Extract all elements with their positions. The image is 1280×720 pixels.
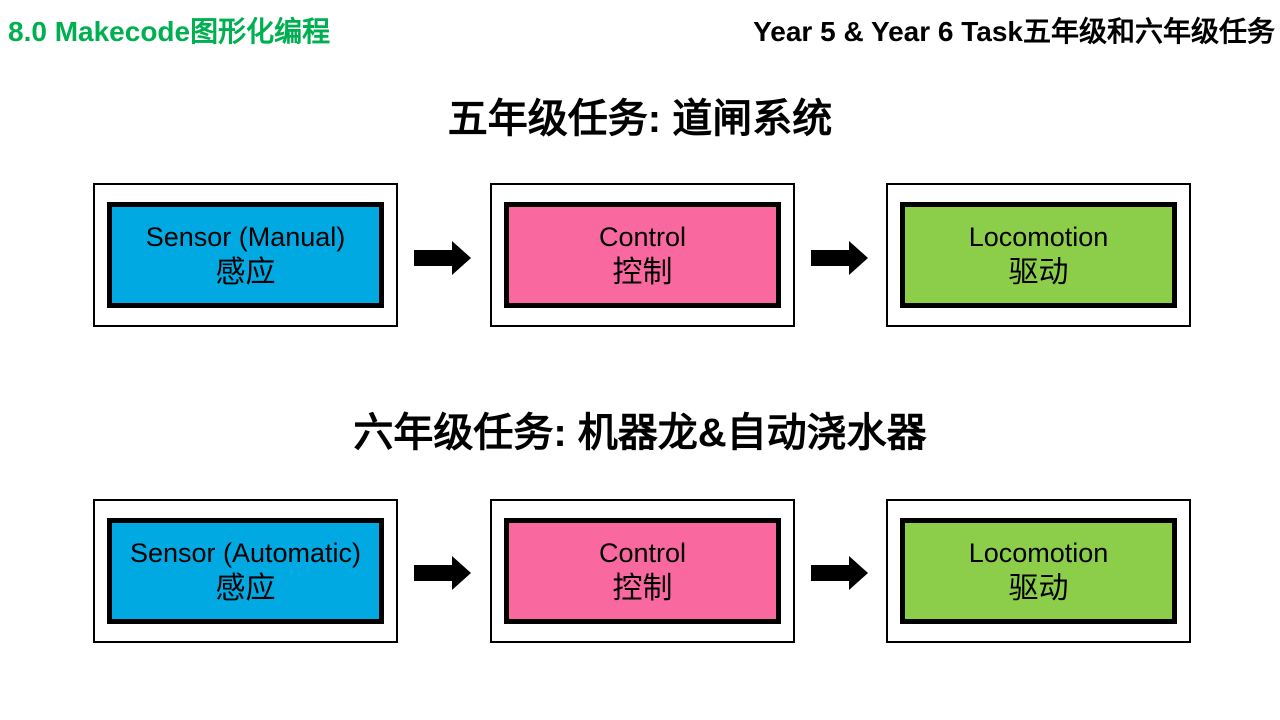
section-title-year5: 五年级任务: 道闸系统 — [447, 97, 833, 141]
section-title-year6: 六年级任务: 机器龙&自动浇水器 — [353, 411, 927, 455]
flow-box-outer: Locomotion 驱动 — [886, 183, 1191, 327]
flow-box-outer: Sensor (Automatic) 感应 — [93, 499, 398, 643]
flow-box-outer: Locomotion 驱动 — [886, 499, 1191, 643]
box-label-cn: 控制 — [612, 255, 673, 289]
box-label-en: Locomotion — [968, 221, 1109, 252]
box-label-cn: 感应 — [215, 571, 276, 605]
flow-box-outer: Sensor (Manual) 感应 — [93, 183, 398, 327]
arrow-right-icon — [414, 556, 471, 590]
box-label-en: Locomotion — [968, 537, 1109, 568]
box-label-en: Control — [598, 221, 687, 252]
box-label-en: Control — [598, 537, 687, 568]
box-label-cn: 感应 — [215, 255, 276, 289]
flow-box-outer: Control 控制 — [490, 499, 795, 643]
box-label-cn: 驱动 — [1008, 255, 1069, 289]
header-right-title: Year 5 & Year 6 Task五年级和六年级任务 — [753, 16, 1275, 47]
box-label-en: Sensor (Manual) — [145, 221, 346, 252]
box-label-cn: 驱动 — [1008, 571, 1069, 605]
box-label-cn: 控制 — [612, 571, 673, 605]
arrow-right-icon — [414, 241, 471, 275]
control-box: Control 控制 — [504, 518, 781, 624]
box-label-en: Sensor (Automatic) — [129, 537, 362, 568]
sensor-box: Sensor (Manual) 感应 — [107, 202, 384, 308]
locomotion-box: Locomotion 驱动 — [900, 518, 1177, 624]
control-box: Control 控制 — [504, 202, 781, 308]
arrow-right-icon — [811, 556, 868, 590]
flow-box-outer: Control 控制 — [490, 183, 795, 327]
arrow-right-icon — [811, 241, 868, 275]
locomotion-box: Locomotion 驱动 — [900, 202, 1177, 308]
sensor-box: Sensor (Automatic) 感应 — [107, 518, 384, 624]
header-left-title: 8.0 Makecode图形化编程 — [8, 16, 331, 47]
